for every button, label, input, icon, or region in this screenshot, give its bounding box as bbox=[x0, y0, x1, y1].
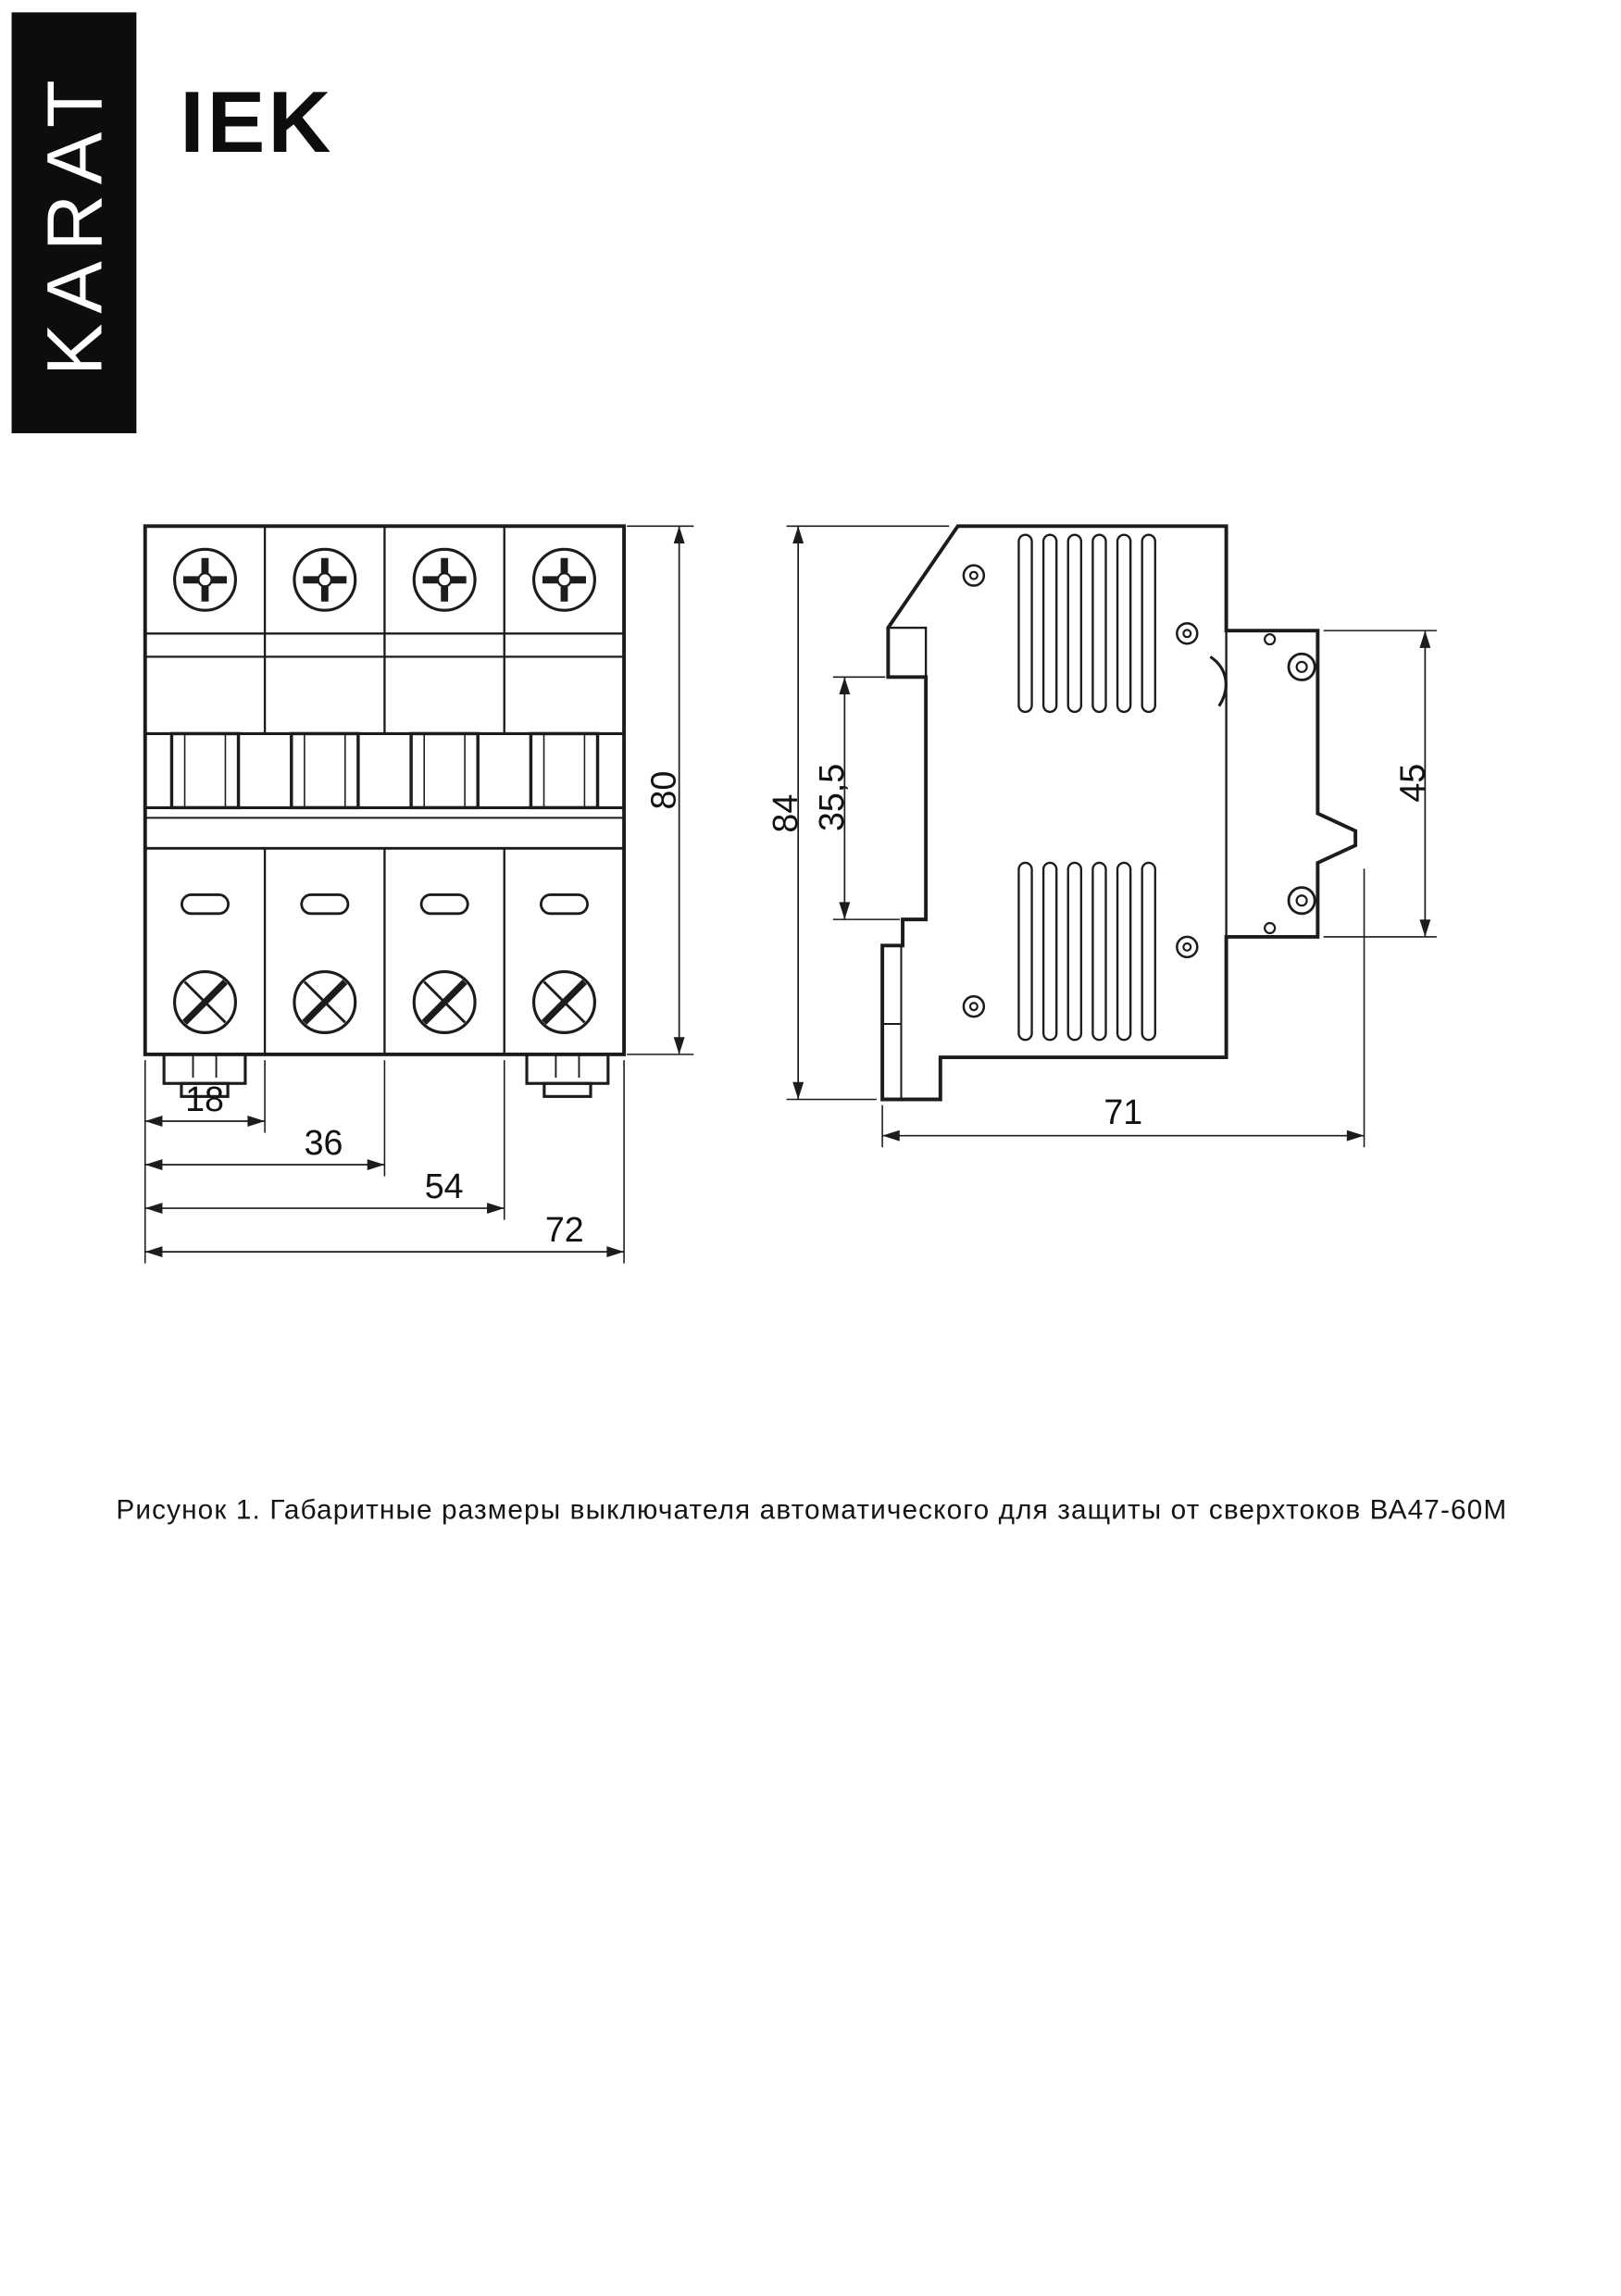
dim-label-45: 45 bbox=[1392, 764, 1431, 803]
dim-label-72: 72 bbox=[545, 1210, 584, 1249]
toggle-lever-3 bbox=[409, 731, 480, 810]
brand-sidebar-bg bbox=[11, 12, 137, 433]
toggle-lever-4 bbox=[529, 731, 600, 810]
screw-top-1 bbox=[173, 547, 237, 612]
iek-logo-text: IEK bbox=[180, 73, 333, 170]
figure-caption: Рисунок 1. Габаритные размеры выключател… bbox=[116, 1495, 1506, 1526]
marking-window bbox=[300, 893, 350, 916]
marking-window bbox=[419, 893, 469, 916]
dim-side-rail-channel: 35,5 bbox=[812, 676, 900, 920]
front-view-top-screws bbox=[173, 547, 596, 612]
screw-top-3 bbox=[412, 547, 477, 612]
dim-side-flange: 45 bbox=[1323, 630, 1437, 938]
front-view: 80 18 36 54 72 bbox=[143, 524, 694, 1264]
iek-logo: IEK bbox=[180, 73, 333, 170]
din-tab-right bbox=[525, 1053, 610, 1098]
dim-label-80: 80 bbox=[643, 771, 682, 810]
screw-bottom-3 bbox=[412, 969, 477, 1034]
side-view-flange-screws bbox=[1264, 632, 1316, 935]
dim-side-height: 84 bbox=[766, 525, 950, 1101]
screw-top-2 bbox=[293, 547, 357, 612]
screw-bottom-4 bbox=[531, 969, 596, 1034]
side-view-body bbox=[880, 524, 1358, 1102]
front-view-toggle-levers bbox=[169, 731, 600, 810]
dim-label-84: 84 bbox=[766, 794, 804, 833]
screw-bottom-2 bbox=[293, 969, 357, 1034]
dim-front-height: 80 bbox=[627, 525, 694, 1055]
brand-sidebar-label: KARAT bbox=[30, 69, 118, 376]
side-view: 84 35,5 45 71 bbox=[766, 524, 1437, 1148]
dim-label-18: 18 bbox=[185, 1079, 224, 1118]
dim-label-54: 54 bbox=[425, 1167, 464, 1205]
screw-bottom-1 bbox=[173, 969, 237, 1034]
din-tab-left bbox=[162, 1053, 247, 1098]
screw-top-4 bbox=[531, 547, 596, 612]
rail-hook-detail bbox=[888, 626, 928, 678]
dim-label-36: 36 bbox=[305, 1123, 343, 1162]
marking-window bbox=[539, 893, 589, 916]
toggle-lever-1 bbox=[169, 731, 241, 810]
marking-window bbox=[181, 893, 230, 916]
dim-label-71: 71 bbox=[1104, 1092, 1142, 1131]
front-view-marking-windows bbox=[181, 893, 589, 916]
toggle-lever-2 bbox=[290, 731, 360, 810]
dim-side-depth: 71 bbox=[881, 868, 1365, 1148]
dim-label-35-5: 35,5 bbox=[812, 764, 851, 831]
brand-sidebar: KARAT bbox=[11, 12, 137, 433]
dim-front-widths: 18 36 54 72 bbox=[143, 1060, 625, 1264]
side-view-vent-fins bbox=[1017, 533, 1156, 1042]
front-view-body bbox=[143, 524, 627, 1056]
side-view-outline bbox=[880, 524, 1358, 1102]
toggle-slot-arc bbox=[1209, 655, 1228, 707]
front-view-bottom-screws bbox=[173, 969, 596, 1034]
side-view-rivets bbox=[962, 564, 1199, 1018]
front-view-din-tabs bbox=[162, 1053, 610, 1098]
